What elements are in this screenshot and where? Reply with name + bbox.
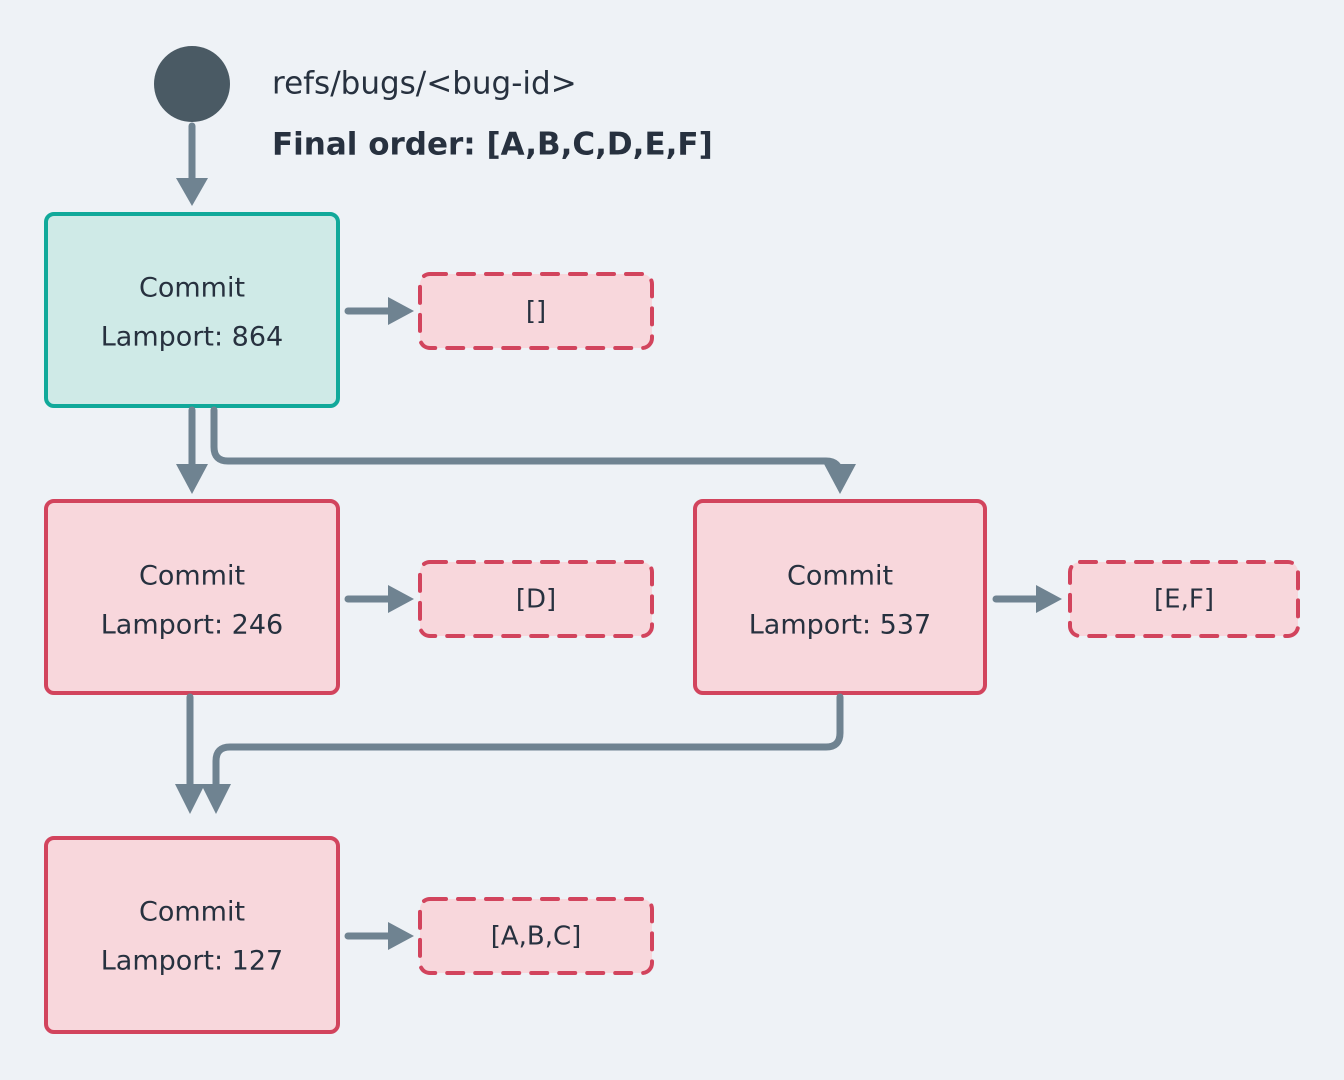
- commit-246-box[interactable]: [44, 499, 340, 695]
- edge-commit-127-to-tag-abc: [344, 922, 414, 950]
- node-commit-246[interactable]: Commit Lamport: 246: [44, 499, 340, 695]
- final-order-label: Final order: [A,B,C,D,E,F]: [272, 127, 713, 163]
- node-tag-ef[interactable]: [E,F]: [1068, 560, 1300, 638]
- tag-ef-label: [E,F]: [1154, 585, 1214, 615]
- commit-864-box[interactable]: [44, 212, 340, 408]
- tag-empty-box[interactable]: [418, 272, 654, 350]
- commit-127-box[interactable]: [44, 836, 340, 1034]
- tag-d-box[interactable]: [418, 560, 654, 638]
- commit-864-lamport: Lamport: 864: [101, 322, 283, 353]
- edge-commit-246-to-tag-d: [344, 585, 414, 613]
- tag-ef-box[interactable]: [1068, 560, 1300, 638]
- edge-start-to-commit-864: [176, 122, 208, 206]
- commit-127-title: Commit: [139, 897, 245, 928]
- node-tag-empty[interactable]: []: [418, 272, 654, 350]
- node-commit-537[interactable]: Commit Lamport: 537: [693, 499, 987, 695]
- commit-246-lamport: Lamport: 246: [101, 610, 283, 641]
- edge-commit-864-to-tag-empty: [344, 297, 414, 325]
- start-dot: [154, 46, 230, 122]
- commit-864-title: Commit: [139, 273, 245, 304]
- commit-127-lamport: Lamport: 127: [101, 946, 283, 977]
- node-commit-127[interactable]: Commit Lamport: 127: [44, 836, 340, 1034]
- commit-537-box[interactable]: [693, 499, 987, 695]
- edge-commit-537-to-commit-127: [201, 693, 844, 814]
- edge-commit-864-to-commit-537: [210, 406, 856, 494]
- tag-abc-box[interactable]: [418, 897, 654, 975]
- edge-commit-537-to-tag-ef: [992, 585, 1062, 613]
- node-commit-864[interactable]: Commit Lamport: 864: [44, 212, 340, 408]
- node-tag-d[interactable]: [D]: [418, 560, 654, 638]
- edge-commit-246-to-commit-127: [175, 693, 205, 814]
- edge-commit-864-to-commit-246: [176, 406, 208, 494]
- tag-abc-label: [A,B,C]: [491, 922, 582, 952]
- tag-d-label: [D]: [516, 585, 556, 615]
- node-tag-abc[interactable]: [A,B,C]: [418, 897, 654, 975]
- commit-537-title: Commit: [787, 561, 893, 592]
- tag-empty-label: []: [526, 297, 546, 327]
- commit-246-title: Commit: [139, 561, 245, 592]
- commit-537-lamport: Lamport: 537: [749, 610, 931, 641]
- ref-label: refs/bugs/<bug-id>: [272, 66, 577, 102]
